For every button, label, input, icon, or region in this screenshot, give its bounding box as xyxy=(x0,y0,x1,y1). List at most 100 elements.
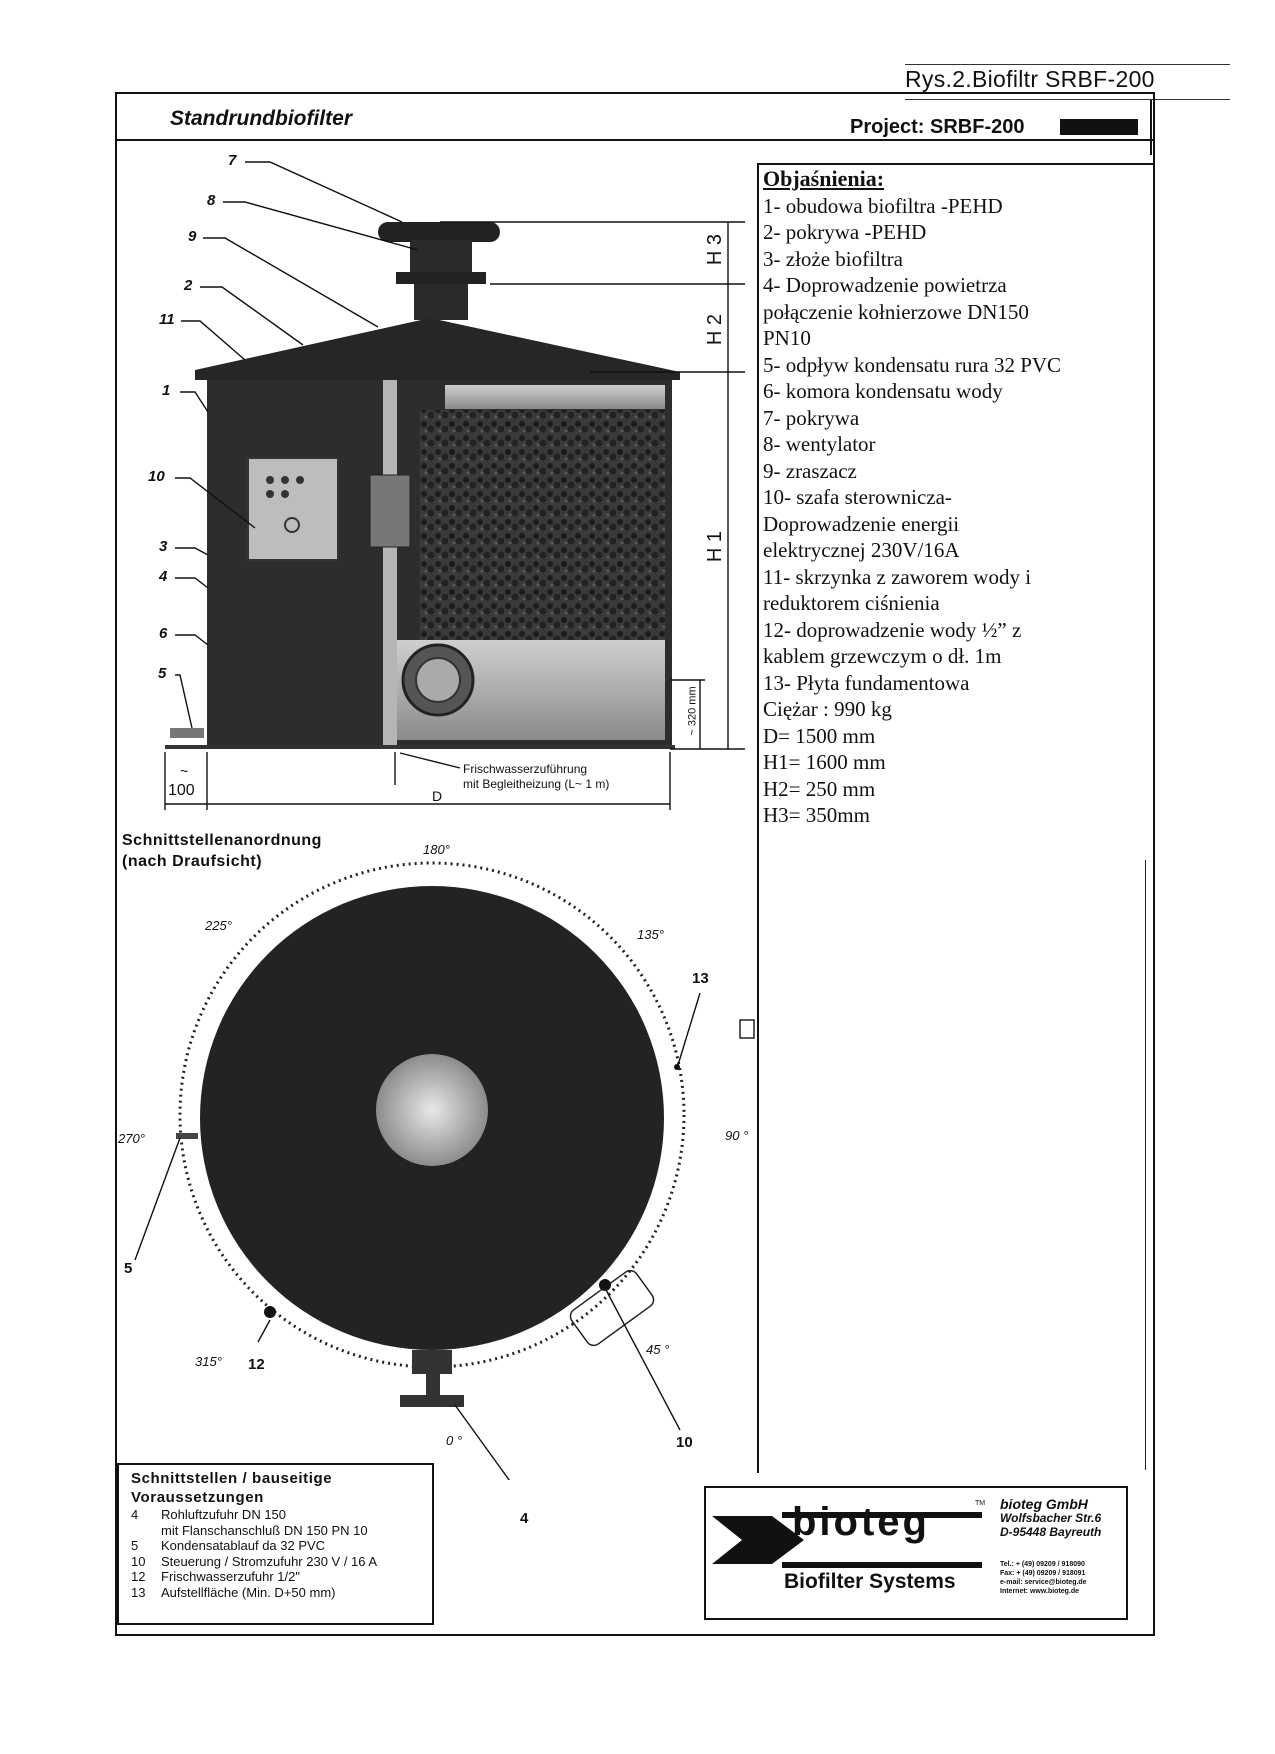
legend-item: 7- pokrywa xyxy=(763,405,860,430)
legend-item: kablem grzewczym o dł. 1m xyxy=(763,644,1002,668)
callout-8: 8 xyxy=(207,192,216,209)
callout-4-top: 4 xyxy=(520,1510,529,1527)
control-cabinet xyxy=(247,457,339,561)
legend-item: 9- zraszacz xyxy=(763,458,857,483)
top-view-title: Schnittstellenanordnung (nach Draufsicht… xyxy=(122,830,322,872)
company-web: Internet: www.bioteg.de xyxy=(1000,1588,1080,1595)
callout-11: 11 xyxy=(159,311,175,328)
top-view-title-2: (nach Draufsicht) xyxy=(122,853,263,870)
water-note-2: mit Begleitheizung (L~ 1 m) xyxy=(463,777,610,791)
legend-item: połączenie kołnierzowe DN150 xyxy=(763,299,1029,324)
callout-4: 4 xyxy=(159,568,168,585)
row-text: Frischwasserzufuhr 1/2" xyxy=(161,1569,300,1584)
legend-item: H3= 350mm xyxy=(763,803,870,827)
row-number: 12 xyxy=(131,1569,146,1584)
dim-h2: H 2 xyxy=(704,313,727,346)
condensate-outlet xyxy=(170,728,204,738)
legend-item: elektrycznej 230V/16A xyxy=(763,538,960,562)
figure-reference: Rys.2.Biofiltr SRBF-200 xyxy=(905,66,1155,92)
callout-5-top: 5 xyxy=(124,1260,133,1277)
company-tel: Tel.: + (49) 09209 / 918090 xyxy=(1000,1561,1085,1568)
project-box xyxy=(1150,100,1152,155)
legend-item: 1- obudowa biofiltra -PEHD xyxy=(763,193,1003,218)
legend-item: D= 1500 mm xyxy=(763,723,876,748)
interface-row: 10 Steuerung / Stromzufuhr 230 V / 16 A xyxy=(119,1554,432,1570)
callout-2: 2 xyxy=(184,277,193,294)
company-fax: Fax: + (49) 09209 / 918091 xyxy=(1000,1570,1086,1577)
top-view-title-1: Schnittstellenanordnung xyxy=(122,832,322,849)
legend-item: 2- pokrywa -PEHD xyxy=(763,220,927,244)
interface-row: 12 Frischwasserzufuhr 1/2" xyxy=(119,1569,432,1585)
roof xyxy=(195,318,680,380)
row-number: 13 xyxy=(131,1584,146,1600)
angle-315: 315° xyxy=(195,1354,222,1369)
logo-tm: TM xyxy=(975,1500,986,1507)
row-text: Steuerung / Stromzufuhr 230 V / 16 A xyxy=(161,1553,378,1569)
legend: Objaśnienia: 1- obudowa biofiltra -PEHD … xyxy=(763,166,1153,829)
dim-h3: H 3 xyxy=(704,233,727,266)
callout-7: 7 xyxy=(228,152,237,169)
callout-5: 5 xyxy=(158,665,167,682)
interface-title: Schnittstellen / bauseitige Voraussetzun… xyxy=(119,1465,432,1507)
legend-title: Objaśnienia: xyxy=(763,166,885,191)
row-text: mit Flanschanschluß DN 150 PN 10 xyxy=(161,1522,368,1538)
angle-0: 0 ° xyxy=(446,1433,463,1448)
row-text: Aufstellfläche (Min. D+50 mm) xyxy=(161,1584,336,1600)
redacted-mark xyxy=(1060,119,1138,135)
angle-90: 90 ° xyxy=(725,1128,749,1143)
header-divider xyxy=(115,139,1155,141)
callout-13: 13 xyxy=(692,970,709,987)
callout-10: 10 xyxy=(148,468,165,485)
angle-135: 135° xyxy=(637,927,664,942)
company-street: Wolfsbacher Str.6 xyxy=(1000,1511,1102,1525)
drawing-title: Standrundbiofilter xyxy=(170,107,352,130)
callout-6: 6 xyxy=(159,625,168,642)
dim-320: ~ 320 mm xyxy=(686,686,699,736)
foundation-slab xyxy=(165,745,675,749)
filter-bed xyxy=(420,410,665,640)
fan-hub xyxy=(376,1054,488,1166)
company-city: D-95448 Bayreuth xyxy=(1000,1525,1102,1539)
row-number: 4 xyxy=(131,1507,139,1522)
drawing-frame xyxy=(115,92,1155,1636)
legend-box xyxy=(758,163,1153,165)
angle-225: 225° xyxy=(205,918,232,933)
angle-180: 180° xyxy=(423,842,450,857)
interface-title-2: Voraussetzungen xyxy=(131,1489,264,1506)
dim-h1: H 1 xyxy=(704,530,727,563)
legend-box-left-edge xyxy=(757,163,759,1473)
title-rule-bottom xyxy=(905,99,1230,100)
fan-cap xyxy=(378,222,500,242)
callout-9: 9 xyxy=(188,228,197,245)
side-view-drawing xyxy=(164,161,745,810)
row-number: 10 xyxy=(131,1553,146,1569)
company-block xyxy=(704,1486,1128,1620)
legend-item: Ciężar : 990 kg xyxy=(763,697,892,721)
legend-item: 4- Doprowadzenie powietrza xyxy=(763,273,1007,297)
company-name: bioteg GmbH xyxy=(1000,1496,1088,1512)
legend-item: 5- odpływ kondensatu rura 32 PVC xyxy=(763,352,1062,377)
project-label: Project: SRBF-200 xyxy=(850,116,1025,138)
company-address: bioteg GmbH Wolfsbacher Str.6 D-95448 Ba… xyxy=(1000,1497,1101,1539)
angle-270: 270° xyxy=(118,1131,145,1146)
company-contact: Tel.: + (49) 09209 / 918090 Fax: + (49) … xyxy=(1000,1560,1087,1596)
interface-row: 13 Aufstellfläche (Min. D+50 mm) xyxy=(119,1585,432,1601)
dim-100: 100 xyxy=(168,782,195,799)
logo-wordmark: bioteg xyxy=(792,1500,930,1544)
row-text: Kondensatablauf da 32 PVC xyxy=(161,1538,326,1553)
water-note-1: Frischwasserzuführung xyxy=(463,762,588,776)
legend-item: Doprowadzenie energii xyxy=(763,511,960,536)
legend-item: 6- komora kondensatu wody xyxy=(763,379,1003,403)
logo-arrow-icon xyxy=(712,1512,982,1568)
top-view-drawing xyxy=(134,861,755,1480)
legend-item: 12- doprowadzenie wody ½” z xyxy=(763,617,1022,642)
dim-d: D xyxy=(432,788,443,804)
callout-1: 1 xyxy=(162,382,171,399)
dim-tilde: ~ xyxy=(180,763,189,779)
foundation-outline xyxy=(178,861,686,1369)
legend-item: 13- Płyta fundamentowa xyxy=(763,670,970,695)
company-email: e-mail: service@bioteg.de xyxy=(1000,1579,1087,1586)
fan-neck xyxy=(414,284,468,320)
interface-table: Schnittstellen / bauseitige Voraussetzun… xyxy=(117,1463,434,1625)
